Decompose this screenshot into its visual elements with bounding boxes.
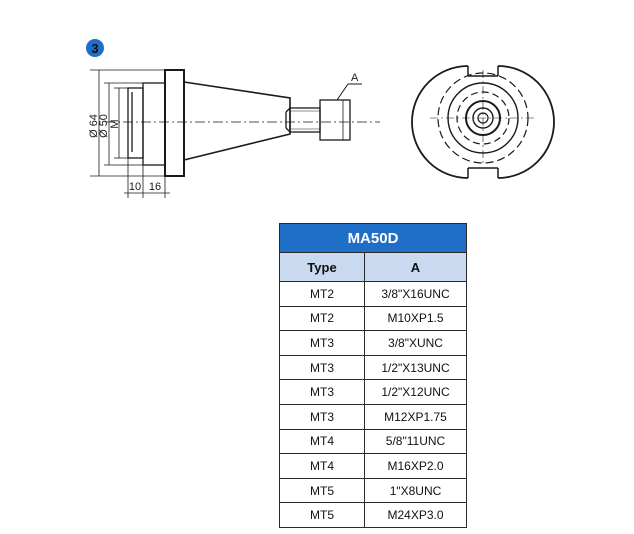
front-view <box>411 65 555 179</box>
technical-drawing: 3 <box>86 39 555 198</box>
table-title: MA50D <box>279 223 467 253</box>
cell-a: 3/8"XUNC <box>364 330 467 356</box>
item-number-badge: 3 <box>86 39 104 57</box>
cell-a: M24XP3.0 <box>364 502 467 528</box>
cell-type: MT4 <box>279 428 365 455</box>
header-type: Type <box>279 252 365 282</box>
cell-type: MT2 <box>279 281 365 307</box>
cell-type: MT2 <box>279 305 365 332</box>
cell-a: M10XP1.5 <box>364 305 467 332</box>
cell-a: 1/2"X13UNC <box>364 354 467 381</box>
cell-a: M12XP1.75 <box>364 403 467 430</box>
cell-type: MT4 <box>279 453 365 479</box>
cell-type: MT3 <box>279 379 365 405</box>
dim-m: M <box>109 119 121 128</box>
cell-type: MT5 <box>279 477 365 504</box>
cell-type: MT3 <box>279 330 365 356</box>
cell-type: MT3 <box>279 403 365 430</box>
cell-a: 3/8"X16UNC <box>364 281 467 307</box>
cell-a: M16XP2.0 <box>364 453 467 479</box>
cell-a: 1"X8UNC <box>364 477 467 504</box>
cell-type: MT3 <box>279 354 365 381</box>
label-a: A <box>351 72 359 84</box>
dim-width-10: 10 <box>129 181 141 193</box>
cell-type: MT5 <box>279 502 365 528</box>
dim-diameter-50: Ø 50 <box>98 114 110 138</box>
dim-diameter-64: Ø 64 <box>88 114 100 138</box>
side-view <box>90 69 380 198</box>
cell-a: 1/2"X12UNC <box>364 379 467 405</box>
dim-width-16: 16 <box>149 181 161 193</box>
badge-number: 3 <box>91 41 98 56</box>
cell-a: 5/8"11UNC <box>364 428 467 455</box>
header-a: A <box>364 252 467 282</box>
